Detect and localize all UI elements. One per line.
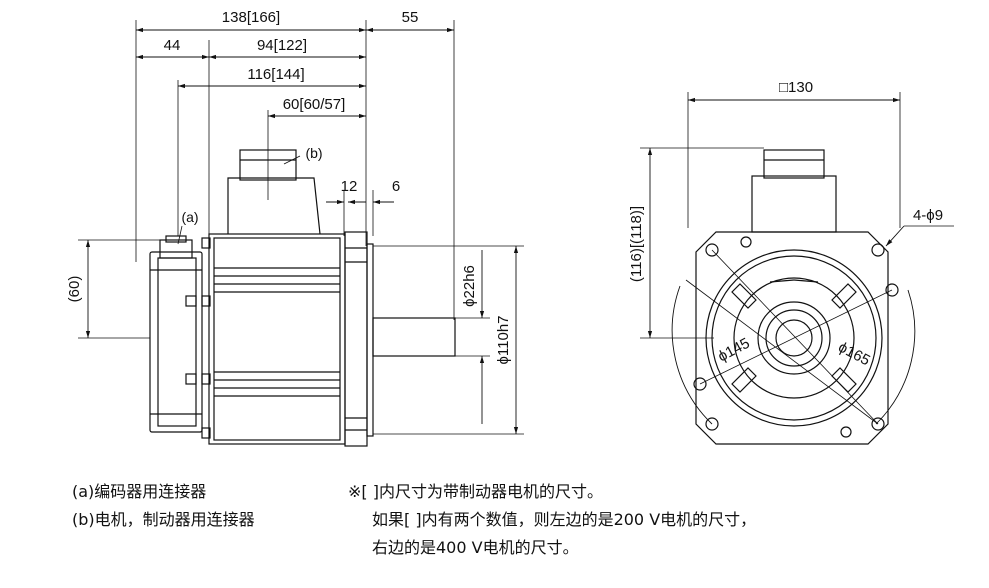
note-line-1: ※[ ]内尺寸为带制动器电机的尺寸。 (348, 482, 603, 501)
dim-flange-thickness: 12 (341, 178, 358, 195)
dim-mount-holes: 4-ϕ9 (913, 207, 943, 224)
dim-shaft-diameter: ϕ22h6 (461, 265, 478, 307)
front-view (671, 149, 916, 445)
dim-spigot-diameter: ϕ110h7 (495, 316, 512, 365)
callout-b: (b) (305, 145, 322, 161)
dim-flange-to-connector-b: 60[60/57] (283, 96, 346, 113)
note-line-2: 如果[ ]内有两个数值，则左边的是200 V电机的尺寸， (372, 510, 757, 529)
dim-shaft-step: 6 (392, 178, 400, 195)
side-view-dimensions (78, 27, 524, 435)
dim-shaft-length: 55 (402, 9, 419, 26)
dim-body-length: 94[122] (257, 37, 307, 54)
legend-item-b: (b)电机，制动器用连接器 (72, 510, 255, 529)
callout-a: (a) (181, 209, 198, 225)
dim-overall-length: 138[166] (222, 9, 280, 26)
dim-flange-square: □130 (779, 79, 813, 96)
dim-connector-height: (60) (66, 276, 83, 303)
side-view (135, 20, 456, 447)
front-view-dimensions (640, 92, 954, 339)
dim-flange-to-connector-a: 116[144] (247, 66, 304, 83)
dim-height-side: (116)[(118)] (628, 206, 645, 282)
note-line-3: 右边的是400 V电机的尺寸。 (372, 538, 579, 557)
dim-encoder-offset: 44 (164, 37, 181, 54)
legend-item-a: (a)编码器用连接器 (72, 482, 207, 501)
